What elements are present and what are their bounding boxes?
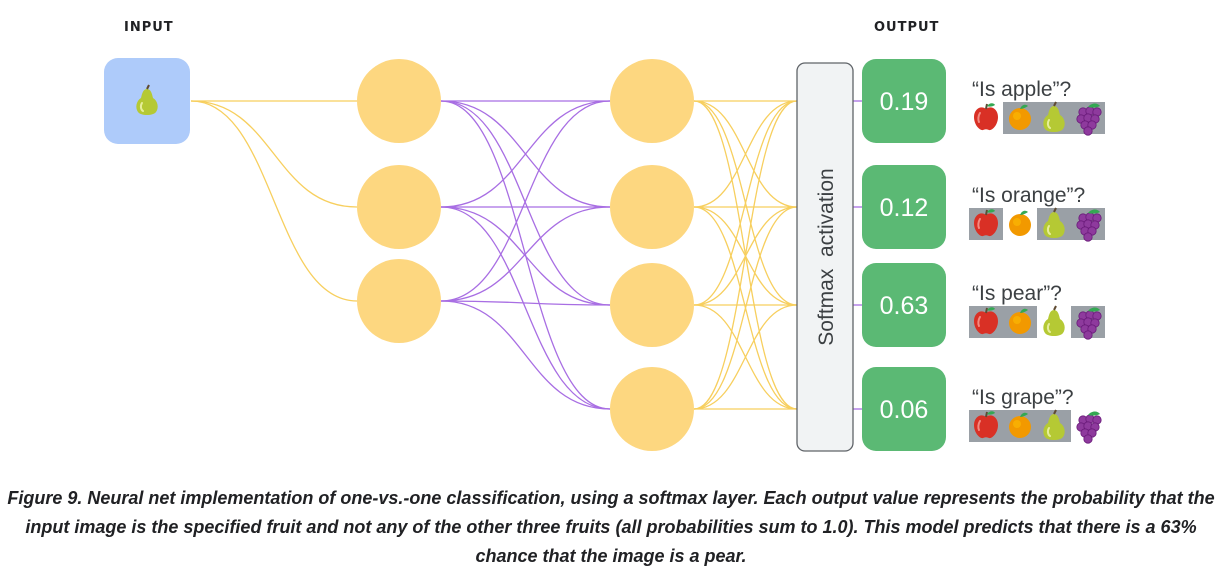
output-value-apple: 0.19 xyxy=(880,88,929,116)
output-value-grape: 0.06 xyxy=(880,396,929,424)
pear-icon xyxy=(1043,207,1065,238)
neural-net-diagram: Softmax activation 0.19 0.12 0.63 0.06 “Is … xyxy=(104,58,1105,452)
apple-icon xyxy=(974,209,998,237)
grape-icon xyxy=(1076,411,1102,444)
hidden2-neuron-1 xyxy=(610,165,694,249)
figure-caption: Figure 9. Neural net implementation of o… xyxy=(7,488,1215,566)
output-value-orange: 0.12 xyxy=(880,194,929,222)
pear-icon xyxy=(1043,305,1065,336)
edge-h1-2-h2-2 xyxy=(440,300,611,306)
pear-icon xyxy=(1043,409,1065,440)
fruit-row-pear xyxy=(969,305,1105,340)
edge-input-h1-1 xyxy=(190,100,358,208)
output-layer: 0.19 0.12 0.63 0.06 xyxy=(862,59,946,451)
output-box-pear xyxy=(862,263,946,347)
question-apple: “Is apple”? xyxy=(972,78,1071,101)
edge-h1-2-h2-1 xyxy=(440,206,611,302)
edge-h2-3-softmax-1 xyxy=(693,206,798,410)
question-grape: “Is grape”? xyxy=(972,386,1074,409)
edge-h1-0-h2-2 xyxy=(440,100,611,306)
edge-h2-1-softmax-0 xyxy=(693,100,798,208)
apple-icon xyxy=(974,411,998,439)
output-value-pear: 0.63 xyxy=(880,292,929,320)
orange-icon xyxy=(1009,210,1031,236)
question-pear: “Is pear”? xyxy=(972,282,1062,305)
edge-input-h1-2 xyxy=(190,100,358,302)
softmax-label: Softmax activation xyxy=(815,168,838,345)
output-label: OUTPUT xyxy=(874,20,940,35)
orange-icon xyxy=(1009,412,1031,438)
input-layer xyxy=(104,58,190,144)
hidden-layer-2 xyxy=(610,59,694,451)
fruit-row-orange xyxy=(969,207,1105,242)
hidden-layer-1 xyxy=(357,59,441,343)
output-box-orange xyxy=(862,165,946,249)
hidden2-neuron-0 xyxy=(610,59,694,143)
output-box-grape xyxy=(862,367,946,451)
orange-icon xyxy=(1009,308,1031,334)
edge-h1-0-h2-3 xyxy=(440,100,611,410)
edge-h1-2-h2-0 xyxy=(440,100,611,302)
edge-h2-3-softmax-0 xyxy=(693,100,798,410)
grape-icon xyxy=(1076,103,1102,136)
question-orange: “Is orange”? xyxy=(972,184,1085,207)
hidden1-neuron-0 xyxy=(357,59,441,143)
softmax-layer: Softmax activation xyxy=(796,62,854,452)
edge-h2-3-softmax-2 xyxy=(693,304,798,410)
apple-icon xyxy=(974,103,998,131)
edge-h1-2-h2-3 xyxy=(440,300,611,410)
edge-h1-1-h2-3 xyxy=(440,206,611,410)
grape-icon xyxy=(1076,307,1102,340)
edge-h1-1-h2-2 xyxy=(440,206,611,306)
edge-h2-2-softmax-0 xyxy=(693,100,798,306)
apple-icon xyxy=(974,307,998,335)
hidden2-neuron-2 xyxy=(610,263,694,347)
fruit-rows: “Is apple”? “Is orange”? “Is pear”? “Is gra… xyxy=(969,78,1105,444)
grape-icon xyxy=(1076,209,1102,242)
pear-icon xyxy=(1043,101,1065,132)
hidden1-neuron-2 xyxy=(357,259,441,343)
hidden1-neuron-1 xyxy=(357,165,441,249)
orange-icon xyxy=(1009,104,1031,130)
hidden2-neuron-3 xyxy=(610,367,694,451)
fruit-row-grape xyxy=(969,409,1102,444)
output-box-apple xyxy=(862,59,946,143)
fruit-row-apple xyxy=(974,101,1105,136)
input-label: INPUT xyxy=(124,20,174,35)
edge-h1-1-h2-0 xyxy=(440,100,611,208)
pear-icon xyxy=(136,84,158,115)
connections xyxy=(190,100,862,410)
softmax-box xyxy=(796,62,854,452)
